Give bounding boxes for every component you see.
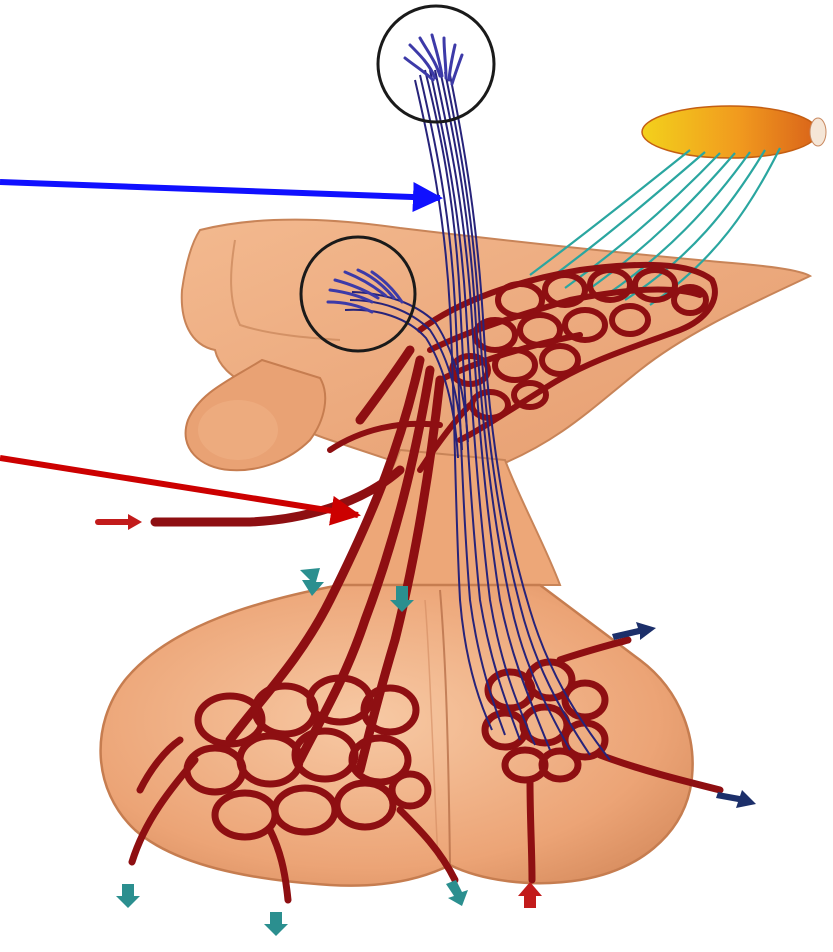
blue-pointer-arrow [0, 182, 440, 198]
axon-terminal-tuft-top [405, 35, 462, 84]
red-pointer-arrow [0, 458, 358, 515]
infundibular-bulge [186, 360, 326, 470]
teal-flow-arrow-icon [446, 880, 468, 906]
red-flow-arrow-icon [518, 882, 542, 908]
paraventricular-nucleus [642, 106, 826, 158]
red-flow-arrow-icon [128, 514, 142, 530]
teal-flow-arrow-icon [116, 884, 140, 908]
navy-flow-arrow-icon [612, 622, 656, 640]
teal-flow-arrow-icon [264, 912, 288, 936]
